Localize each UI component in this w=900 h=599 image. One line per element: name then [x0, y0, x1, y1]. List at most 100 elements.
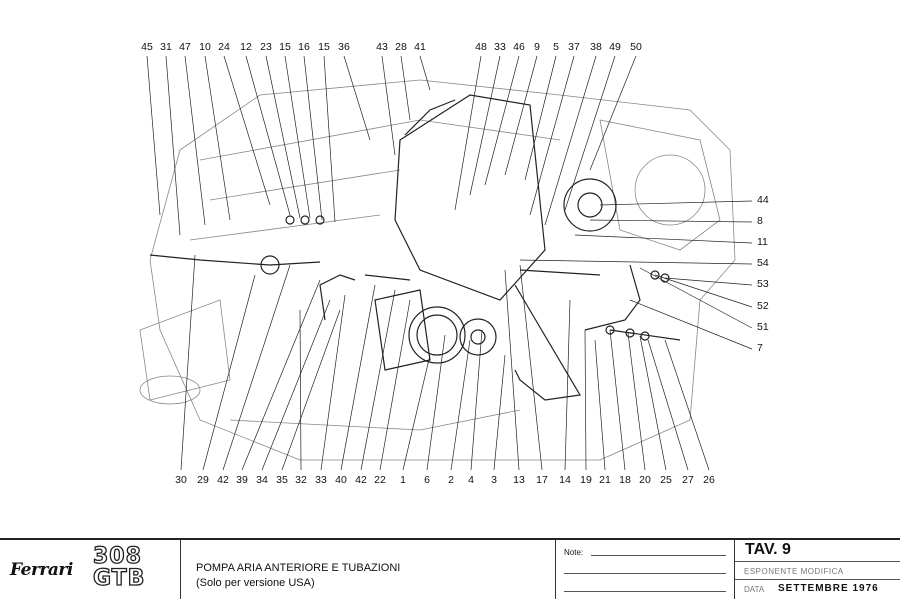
leader-line	[450, 339, 471, 471]
part-callout: 10	[199, 41, 211, 53]
leader-lines	[146, 55, 753, 471]
part-callout: 11	[757, 236, 768, 248]
part-callout: 39	[236, 474, 248, 486]
part-callout: 14	[559, 474, 571, 486]
part-callout: 8	[757, 215, 763, 227]
part-callout: 34	[256, 474, 268, 486]
leader-line	[343, 55, 371, 141]
leader-line	[544, 55, 597, 226]
leader-line	[184, 55, 206, 226]
part-callout: 45	[141, 41, 153, 53]
part-callout: 20	[639, 474, 651, 486]
part-callout: 9	[534, 41, 540, 53]
part-callout: 7	[757, 342, 763, 354]
part-callout: 17	[536, 474, 548, 486]
divider	[735, 579, 900, 580]
leader-line	[379, 299, 411, 471]
model-badge: 308 GTB	[92, 544, 146, 591]
part-callout: 51	[757, 321, 769, 333]
leader-line	[599, 200, 753, 206]
divider	[735, 561, 900, 562]
leader-line	[654, 274, 753, 308]
leader-line	[165, 55, 181, 236]
leader-line	[594, 339, 606, 471]
leader-line	[504, 269, 520, 471]
leader-line	[629, 299, 753, 350]
part-callout: 27	[682, 474, 694, 486]
leader-line	[589, 55, 637, 171]
part-callout: 19	[580, 474, 592, 486]
leader-line	[639, 335, 667, 471]
part-callout: 16	[298, 41, 310, 53]
part-callout: 31	[160, 41, 172, 53]
engine-line-drawing	[139, 55, 753, 471]
model-name: GTB	[92, 566, 146, 591]
leader-line	[202, 274, 256, 471]
leader-line	[484, 55, 520, 186]
leader-line	[664, 339, 710, 471]
model-number: 308	[92, 544, 142, 569]
part-callout: 52	[757, 300, 769, 312]
leader-line	[504, 55, 538, 176]
leader-line	[320, 294, 346, 471]
leader-line	[426, 334, 446, 471]
engine-block-outline	[139, 79, 736, 461]
part-callout: 6	[424, 474, 430, 486]
leader-line	[323, 55, 336, 223]
part-callout: 15	[279, 41, 291, 53]
part-callout: 15	[318, 41, 330, 53]
note-line	[591, 555, 726, 556]
part-callout: 26	[703, 474, 715, 486]
leader-line	[574, 234, 753, 244]
part-callout: 50	[630, 41, 642, 53]
part-callout: 5	[553, 41, 559, 53]
part-callout: 49	[609, 41, 621, 53]
logo-cell: Ferrari 308 GTB	[0, 540, 181, 599]
part-callout: 47	[179, 41, 191, 53]
part-callout: 41	[414, 41, 426, 53]
part-callout: 28	[395, 41, 407, 53]
leader-line	[400, 55, 411, 121]
leader-line	[299, 309, 302, 471]
leader-line	[303, 55, 323, 221]
part-callout: 54	[757, 257, 769, 269]
part-callout: 22	[374, 474, 386, 486]
part-callout: 37	[568, 41, 580, 53]
diagram-title: POMPA ARIA ANTERIORE E TUBAZIONI	[196, 562, 401, 574]
leader-line	[245, 55, 291, 216]
table-number: TAV. 9	[745, 541, 791, 558]
leader-line	[589, 219, 753, 223]
part-callout: 40	[335, 474, 347, 486]
leader-line	[281, 309, 341, 471]
leader-line	[241, 279, 321, 471]
leader-line	[524, 55, 557, 181]
ferrari-logo: Ferrari	[10, 560, 73, 580]
leader-line	[470, 329, 483, 471]
leader-line	[360, 289, 396, 471]
part-callout: 3	[491, 474, 497, 486]
part-callout: 35	[276, 474, 288, 486]
part-callout: 29	[197, 474, 209, 486]
part-callout: 4	[468, 474, 474, 486]
leader-line	[454, 55, 482, 211]
notes-cell: Note:	[556, 540, 735, 599]
part-callout: 46	[513, 41, 525, 53]
leader-line	[222, 264, 291, 471]
leader-line	[627, 332, 646, 471]
part-callout: 21	[599, 474, 611, 486]
leader-line	[180, 254, 196, 471]
part-callout: 43	[376, 41, 388, 53]
leader-line	[402, 354, 431, 471]
part-callout: 30	[175, 474, 187, 486]
part-callout: 42	[217, 474, 229, 486]
part-callout: 36	[338, 41, 350, 53]
part-callout: 12	[240, 41, 252, 53]
part-callout: 2	[448, 474, 454, 486]
part-callout: 48	[475, 41, 487, 53]
note-label: Note:	[564, 548, 584, 557]
leader-line	[564, 299, 571, 471]
leader-line	[609, 329, 626, 471]
part-callout: 53	[757, 278, 769, 290]
part-callout: 44	[757, 194, 769, 206]
